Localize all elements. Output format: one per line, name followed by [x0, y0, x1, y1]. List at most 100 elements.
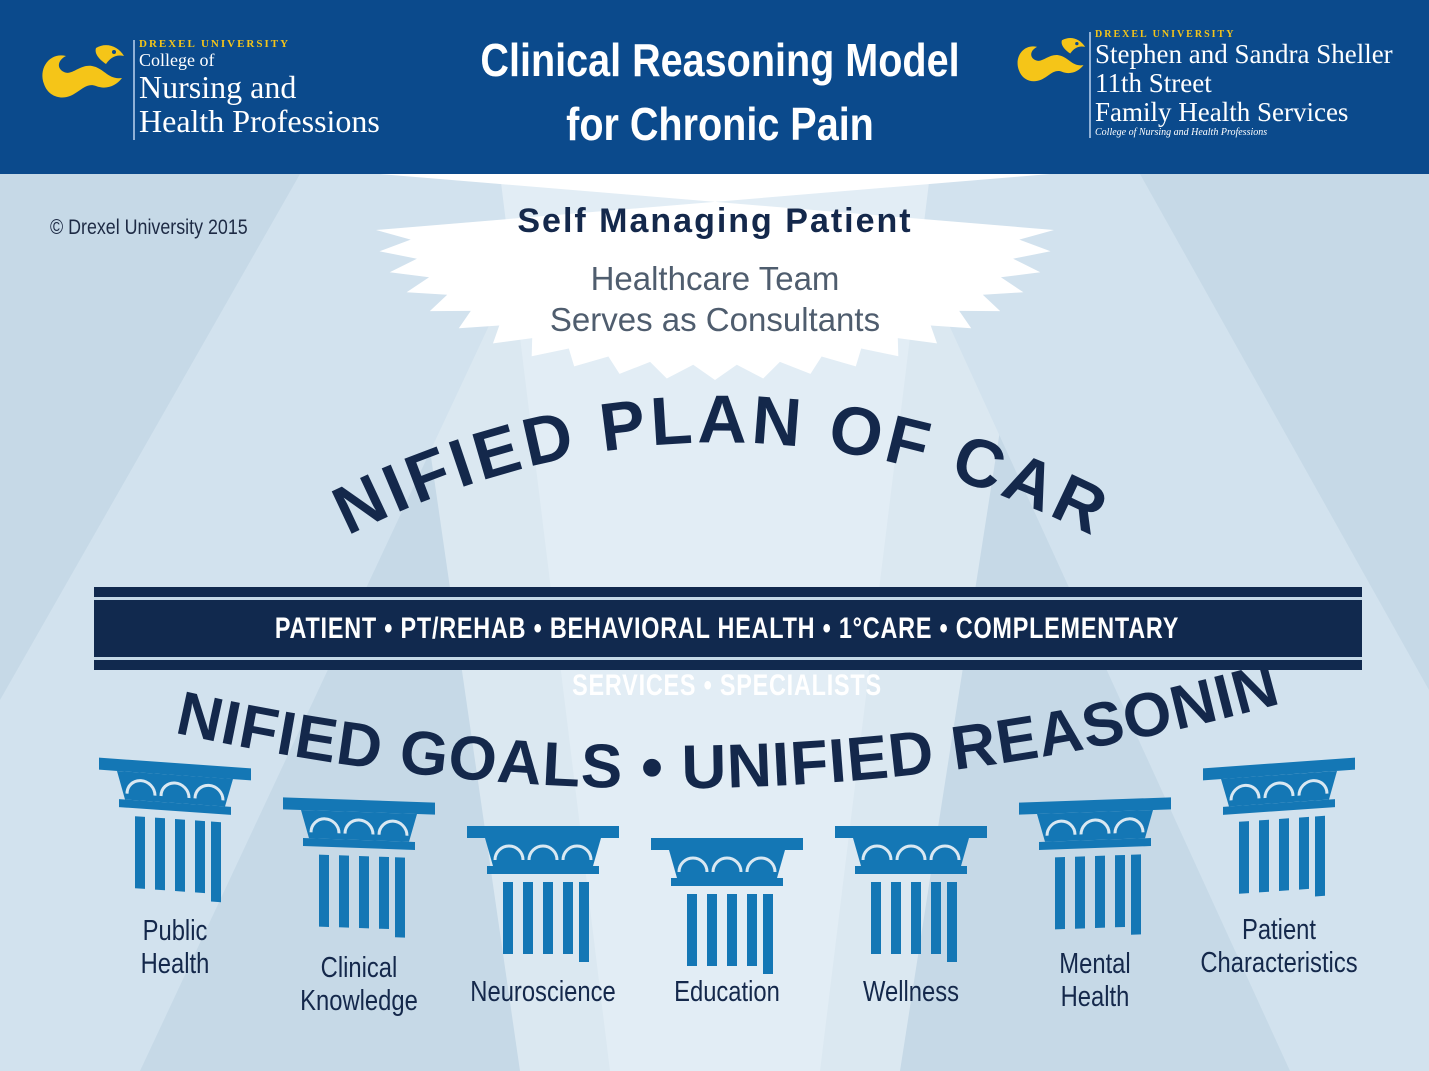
pillar-label-line: Clinical: [320, 952, 398, 984]
left-logo-line-3: Health Professions: [139, 103, 380, 139]
pillar-flute: [871, 882, 881, 954]
pillar-arch: [377, 819, 409, 836]
pillar-flute: [1075, 856, 1085, 929]
pillar-flute: [339, 855, 349, 928]
pillar-flute: [1131, 854, 1141, 935]
self-managing-title: Self Managing Patient: [517, 202, 913, 240]
copyright-text: © Drexel University 2015: [50, 216, 248, 239]
pillar-cap: [651, 838, 803, 850]
header-bar: [0, 0, 1429, 174]
pillar-flute: [211, 821, 221, 903]
pillar-band: [487, 866, 599, 874]
pillar-cap: [99, 757, 251, 781]
pillar-capital: [669, 850, 785, 878]
pillar-label-line: Health: [140, 948, 210, 980]
pillar-flute: [1299, 816, 1309, 890]
pillar-flute: [395, 857, 405, 938]
pillar-label-line: Knowledge: [300, 985, 418, 1017]
pillar-flute: [1095, 855, 1105, 928]
pillar-capital: [117, 770, 233, 807]
logo-divider: [133, 40, 135, 140]
pillar-label-line: Neuroscience: [470, 976, 616, 1008]
pillar-6: [1019, 797, 1171, 935]
pillar-arch: [493, 844, 525, 861]
pillar-flute: [1259, 819, 1269, 893]
pillar-capital: [853, 838, 969, 866]
pillar-capital: [485, 838, 601, 866]
pillar-capital: [1037, 809, 1153, 842]
pillar-cap: [1203, 757, 1355, 781]
pillar-flute: [175, 819, 185, 892]
pillar-flute: [947, 882, 957, 962]
pillar-band: [119, 799, 231, 815]
pillar-arch: [125, 779, 157, 796]
pillar-5: [835, 826, 987, 962]
left-logo-text: DREXEL UNIVERSITY College of Nursing and…: [139, 38, 380, 138]
right-logo-line-2: 11th Street: [1095, 68, 1212, 98]
dragon-icon: [42, 45, 124, 98]
pillar-capital: [301, 809, 417, 842]
band-rule-bottom: [94, 657, 1362, 660]
pillar-flute: [379, 856, 389, 930]
pillar-flute: [503, 882, 513, 954]
pillar-arch: [561, 844, 593, 861]
pillar-arch: [711, 856, 743, 873]
right-logo-line-3: Family Health Services: [1095, 97, 1349, 127]
pillar-arch: [1297, 779, 1329, 796]
left-logo-university: DREXEL UNIVERSITY: [139, 38, 291, 50]
pillar-cap: [835, 826, 987, 838]
title-line-1: Clinical Reasoning Model: [480, 34, 960, 86]
pillar-flute: [155, 817, 165, 891]
page-title: Clinical Reasoning Model for Chronic Pai…: [479, 28, 961, 156]
right-logo-line-4: College of Nursing and Health Profession…: [1095, 127, 1268, 138]
pillar-label-line: Public: [142, 915, 208, 947]
pillar-flute: [707, 894, 717, 966]
pillar-cap: [283, 797, 435, 815]
pillar-band: [1223, 799, 1335, 815]
pillar-flute: [1279, 818, 1289, 891]
pillar-band: [1039, 838, 1151, 850]
pillar-3: [467, 826, 619, 962]
pillar-flute: [563, 882, 573, 954]
pillar-capital: [1221, 770, 1337, 807]
pillar-label-line: Education: [674, 976, 780, 1008]
pillar-arch: [527, 844, 559, 861]
pillar-label-line: Health: [1060, 981, 1130, 1013]
pillar-flute: [931, 882, 941, 954]
pillar-flute: [727, 894, 737, 966]
pillar-label-line: Patient: [1241, 914, 1317, 946]
title-line-2: for Chronic Pain: [566, 98, 874, 150]
pillar-label-line: Characteristics: [1200, 947, 1358, 979]
pillar-arch: [1079, 818, 1111, 835]
pillar-arch: [1045, 819, 1077, 836]
pillar-arch: [745, 856, 777, 873]
pillar-label-4: Education: [637, 976, 817, 1009]
right-logo-text: DREXEL UNIVERSITY Stephen and Sandra She…: [1095, 29, 1393, 138]
pillar-arch: [861, 844, 893, 861]
pillar-arch: [895, 844, 927, 861]
band-rule-top: [94, 597, 1362, 600]
right-logo-line-1: Stephen and Sandra Sheller: [1095, 39, 1393, 69]
pillar-flute: [687, 894, 697, 966]
pillar-flute: [523, 882, 533, 954]
logo-divider: [1089, 32, 1091, 138]
pillar-7: [1203, 757, 1355, 897]
pillar-arch: [929, 844, 961, 861]
pillar-1: [99, 757, 251, 903]
pillar-flute: [135, 816, 145, 889]
pillar-flute: [911, 882, 921, 954]
pillar-arch: [1263, 781, 1295, 799]
team-members-text: PATIENT • PT/REHAB • BEHAVIORAL HEALTH •…: [274, 612, 1180, 702]
pillar-label-5: Wellness: [821, 976, 1001, 1009]
pillar-flute: [1315, 815, 1325, 897]
pillar-band: [855, 866, 967, 874]
team-subtitle-line-2: Serves as Consultants: [549, 301, 881, 338]
pillar-arch: [193, 783, 225, 801]
team-subtitle-line-1: Healthcare Team: [590, 260, 840, 297]
left-logo-line-2: Nursing and: [139, 69, 297, 105]
pillar-cap: [1019, 797, 1171, 815]
pillar-label-line: Wellness: [862, 976, 960, 1008]
